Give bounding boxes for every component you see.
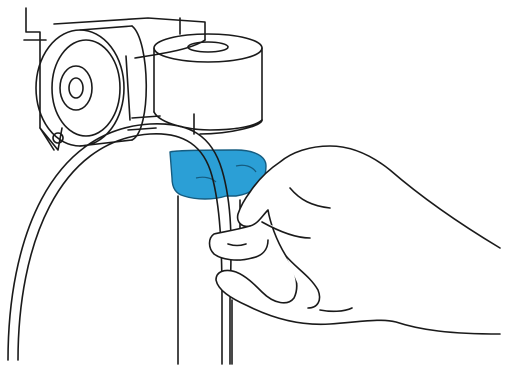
cylinder-cap: [154, 18, 262, 134]
mounting-bracket: [24, 8, 205, 150]
pulley-wheel: [36, 26, 146, 146]
